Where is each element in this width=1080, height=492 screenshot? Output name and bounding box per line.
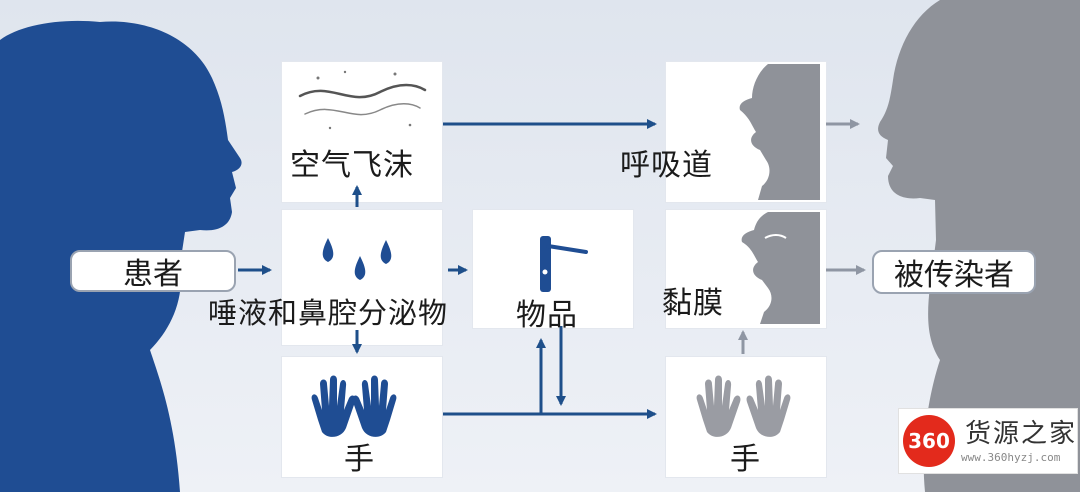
- water-drops-icon: [322, 238, 392, 280]
- face-profile-icon-2: [741, 212, 820, 324]
- airflow-icon: [298, 70, 427, 130]
- patient-label: 患者: [70, 250, 236, 292]
- infected-silhouette: [878, 0, 1080, 492]
- arrows: [238, 119, 657, 419]
- objects-box: [472, 209, 634, 329]
- objects-label: 物品: [516, 298, 578, 333]
- secretions-label: 唾液和鼻腔分泌物: [208, 296, 449, 330]
- respiratory-label: 呼吸道: [620, 148, 713, 183]
- infected-label: 被传染者: [872, 250, 1036, 294]
- door-handle-icon: [540, 236, 588, 292]
- watermark-url: www.360hyzj.com: [961, 451, 1061, 464]
- hands-target-box: [665, 356, 827, 478]
- face-profile-icon: [739, 64, 820, 200]
- watermark-title: 货源之家: [965, 419, 1078, 449]
- droplets-label: 空气飞沫: [290, 148, 414, 183]
- hands-gray-icon: [696, 375, 791, 437]
- watermark-logo: 360: [903, 415, 955, 467]
- droplets-box: [281, 61, 443, 203]
- hands-target-label: 手: [730, 442, 761, 477]
- hands-blue-icon: [311, 375, 397, 437]
- watermark: 360 货源之家 www.360hyzj.com: [898, 408, 1078, 474]
- mucosa-label: 黏膜: [662, 286, 724, 321]
- hands-source-label: 手: [344, 442, 375, 477]
- arrows-gray: [738, 119, 866, 354]
